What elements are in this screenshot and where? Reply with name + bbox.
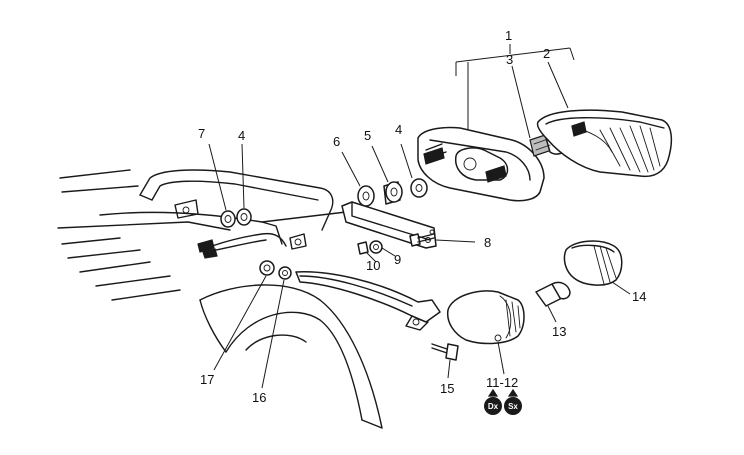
callout-5: 5 [364,128,371,143]
spacer-4-upper-left [236,208,252,226]
callout-14: 14 [632,289,646,304]
leader-lines [208,44,631,389]
left-side-badge: Sx [504,388,522,415]
nut-10 [357,241,369,255]
side-badges: Dx Sx [484,388,522,415]
bush-5 [383,181,403,205]
turn-signal-lens-14 [563,240,623,286]
tail-light-lens-2 [536,109,673,178]
callout-6: 6 [333,134,340,149]
callout-13: 13 [552,324,566,339]
callout-9: 9 [394,252,401,267]
motorcycle-rear-frame [57,169,383,429]
badge-dx-label: Dx [488,402,499,411]
screw-15 [431,343,459,361]
callout-4-right: 4 [395,122,402,137]
tail-light-studs [423,143,507,183]
callout-4-left: 4 [238,128,245,143]
callout-17: 17 [200,372,214,387]
callout-10: 10 [366,258,380,273]
right-side-badge: Dx [484,388,502,415]
callout-16: 16 [252,390,266,405]
callout-1: 1 [505,28,512,43]
callout-8: 8 [484,235,491,250]
callout-labels: 1 2 3 4 5 6 7 4 8 9 10 11-12 13 14 15 16… [198,28,646,405]
screw-9 [369,233,435,254]
badge-sx-label: Sx [508,402,518,411]
turn-signal-body-11-12 [446,290,525,345]
spacer-17 [259,260,275,276]
callout-7: 7 [198,126,205,141]
turn-signal-bulb-13 [535,281,571,307]
callout-3: 3 [506,52,513,67]
washer-nut-7 [220,210,236,228]
tail-light-base [417,126,545,202]
callout-2: 2 [543,46,550,61]
turn-signal-arm [295,271,441,331]
washer-16 [278,266,292,280]
callout-11-12: 11-12 [486,375,518,390]
callout-15: 15 [440,381,454,396]
washer-4-right [410,178,428,198]
rubber-grommet-6 [357,185,375,207]
